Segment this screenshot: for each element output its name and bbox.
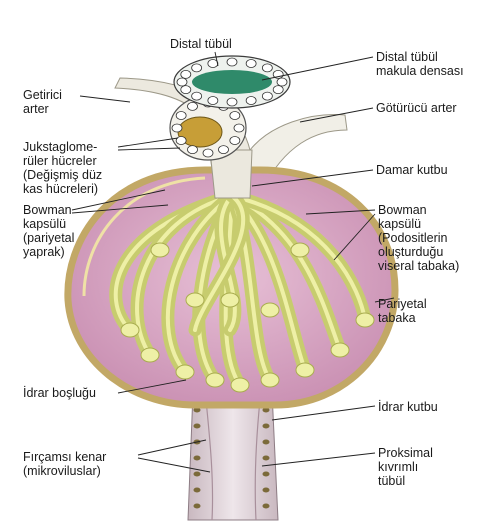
distal-tubule-cell [208,60,218,68]
tubule-cell-nucleus [263,440,270,445]
podocyte-bulb [261,303,279,317]
leader-urinary-pole [272,406,375,420]
label-efferent-artery: Götürücü arter [376,101,457,115]
podocyte-bulb [151,243,169,257]
tubule-cell-nucleus [263,488,270,493]
podocyte-bulb [176,365,194,379]
tubule-cell-nucleus [194,456,201,461]
distal-tubule-cell [181,86,191,94]
juxtaglomerular-cell [230,137,240,145]
tubule-cell-nucleus [194,424,201,429]
distal-tubule-cell [181,70,191,78]
tubule-cell-nucleus [194,504,201,509]
juxtaglomerular-cell [234,124,244,132]
label-macula-densa: Distal tübül makula densası [376,50,464,78]
distal-tubule-macula-densa [174,56,290,108]
podocyte-bulb [121,323,139,337]
leader-proximal-tubule [262,453,375,466]
tubule-cell-nucleus [263,504,270,509]
label-distal-tubule: Distal tübül [170,37,232,51]
label-bowman-visceral: Bowman kapsülü (Podositlerin oluşturduğu… [378,203,459,273]
podocyte-bulb [221,293,239,307]
tubule-cell-nucleus [263,456,270,461]
label-bowman-parietal: Bowman kapsülü (pariyetal yaprak) [23,203,74,259]
label-juxtaglomerular-cells: Jukstaglome- rüler hücreler (Değişmiş dü… [23,140,102,196]
tubule-cell-nucleus [263,472,270,477]
tubule-cell-nucleus [194,472,201,477]
distal-tubule-cell [177,78,187,86]
podocyte-bulb [141,348,159,362]
tubule-cell-nucleus [263,424,270,429]
label-urinary-space: İdrar boşluğu [23,386,96,400]
juxtaglomerular-cell [188,146,198,154]
juxtaglomerular-cell [219,146,229,154]
label-vascular-pole: Damar kutbu [376,163,448,177]
juxtaglomerular-cell [188,102,198,110]
distal-tubule-cell [192,92,202,100]
distal-tubule-cell [227,58,237,66]
podocyte-bulb [206,373,224,387]
distal-tubule-cell [262,92,272,100]
label-brush-border: Fırçamsı kenar (mikroviluslar) [23,450,106,478]
distal-tubule-cell [277,78,287,86]
distal-tubule-cell [192,64,202,72]
leader-jg-cells-2 [118,148,180,150]
proximal-tubule [188,392,278,520]
podocyte-bulb [261,373,279,387]
podocyte-bulb [356,313,374,327]
podocyte-bulb [331,343,349,357]
label-proximal-tubule: Proksimal kıvrımlı tübül [378,446,433,488]
juxtaglomerular-cell [176,112,186,120]
label-afferent-artery: Getirici arter [23,88,62,116]
label-urinary-pole: İdrar kutbu [378,400,438,414]
juxtaglomerular-cell [230,112,240,120]
distal-tubule-cell [227,98,237,106]
juxtaglomerular-cell [172,124,182,132]
tubule-cell-nucleus [194,488,201,493]
distal-tubule-cell [246,60,256,68]
podocyte-bulb [291,243,309,257]
podocyte-bulb [231,378,249,392]
podocyte-bulb [296,363,314,377]
distal-tubule-cell [262,64,272,72]
leader-jg-cells-1 [118,138,178,147]
distal-tubule-cell [273,86,283,94]
distal-tubule-cell [208,96,218,104]
label-parietal-layer: Pariyetal tabaka [378,297,427,325]
podocyte-bulb [186,293,204,307]
juxtaglomerular-cell [203,149,213,157]
leader-afferent-artery [80,96,130,102]
distal-tubule-cell [246,96,256,104]
